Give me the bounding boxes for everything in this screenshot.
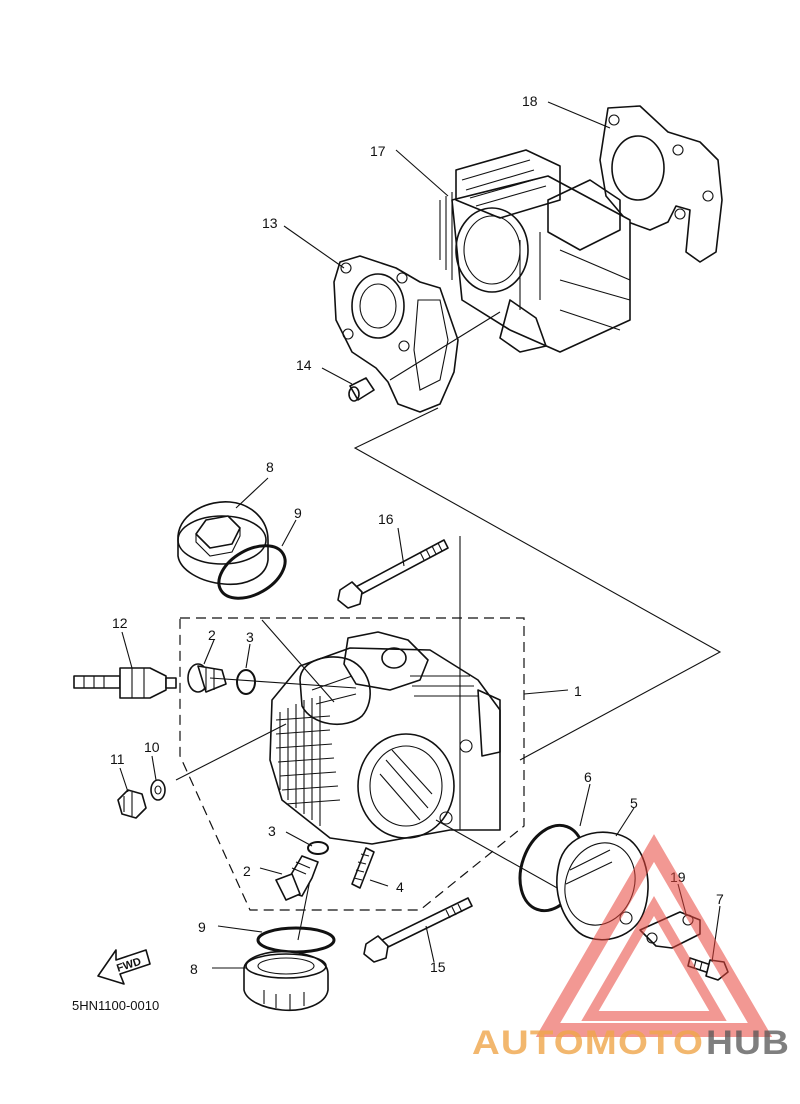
callout-6: 6 [584,769,592,785]
part-11-plug [117,789,147,819]
part-16-bolt [337,539,449,609]
part-8-oil-filler-cap-top [177,501,269,586]
callout-10: 10 [144,739,160,755]
callout-4: 4 [396,879,404,895]
part-17-cylinder [439,149,631,353]
assembly-line-lower-cap [297,879,311,941]
part-3-o-ring-top [236,669,256,695]
callout-numbers: 1 2 2 3 3 4 5 6 7 8 8 9 9 10 11 12 13 14… [110,93,724,977]
callout-18: 18 [522,93,538,109]
callout-11: 11 [110,751,125,767]
watermark-brand-part1: AUTOMOTO [472,1024,704,1062]
callout-leaders [119,101,721,969]
diagram-code: 5HN1100-0010 [72,998,159,1013]
callout-15: 15 [430,959,446,975]
watermark-brand-part2: HUB [706,1024,790,1062]
fwd-arrow-icon [97,949,151,985]
callout-2-bottom: 2 [243,863,251,879]
part-9-o-ring-bottom [256,926,336,954]
assembly-line-upper [389,311,501,381]
part-14-dowel-pin [348,377,375,402]
watermark-logo [535,834,773,1037]
callout-8-top: 8 [266,459,274,475]
part-1-cylinder-head [269,631,501,845]
callout-14: 14 [296,357,312,373]
watermark-text: AUTOMOTO HUB [472,1024,790,1062]
callout-13: 13 [262,215,278,231]
callout-9-bottom: 9 [198,919,206,935]
assembly-line-center [353,407,722,761]
callout-12: 12 [112,615,128,631]
callout-3-top: 3 [246,629,254,645]
part-8-oil-filler-cap-bottom [243,950,329,1012]
assembly-line-plug-11 [175,723,287,781]
callout-7: 7 [716,891,724,907]
part-15-bolt [363,897,473,963]
callout-8-bottom: 8 [190,961,198,977]
part-12-spark-plug [73,667,177,699]
callout-2-top: 2 [208,627,216,643]
part-2-plug-bottom [275,855,319,901]
callout-5: 5 [630,795,638,811]
assembly-boundary-1 [179,617,525,911]
part-10-washer [150,779,166,801]
callout-9-top: 9 [294,505,302,521]
part-2-plug-top [187,663,227,693]
part-4-stud [351,847,375,889]
callout-17: 17 [370,143,386,159]
part-3-o-ring-bottom [307,841,329,855]
callout-3-bottom: 3 [268,823,276,839]
part-13-head-gasket [333,255,459,413]
assembly-line-plug [209,677,357,689]
part-9-o-ring-top [217,544,287,600]
assembly-line-cap [261,619,335,703]
callout-16: 16 [378,511,394,527]
callout-1: 1 [574,683,582,699]
part-5-side-cover [556,831,649,941]
